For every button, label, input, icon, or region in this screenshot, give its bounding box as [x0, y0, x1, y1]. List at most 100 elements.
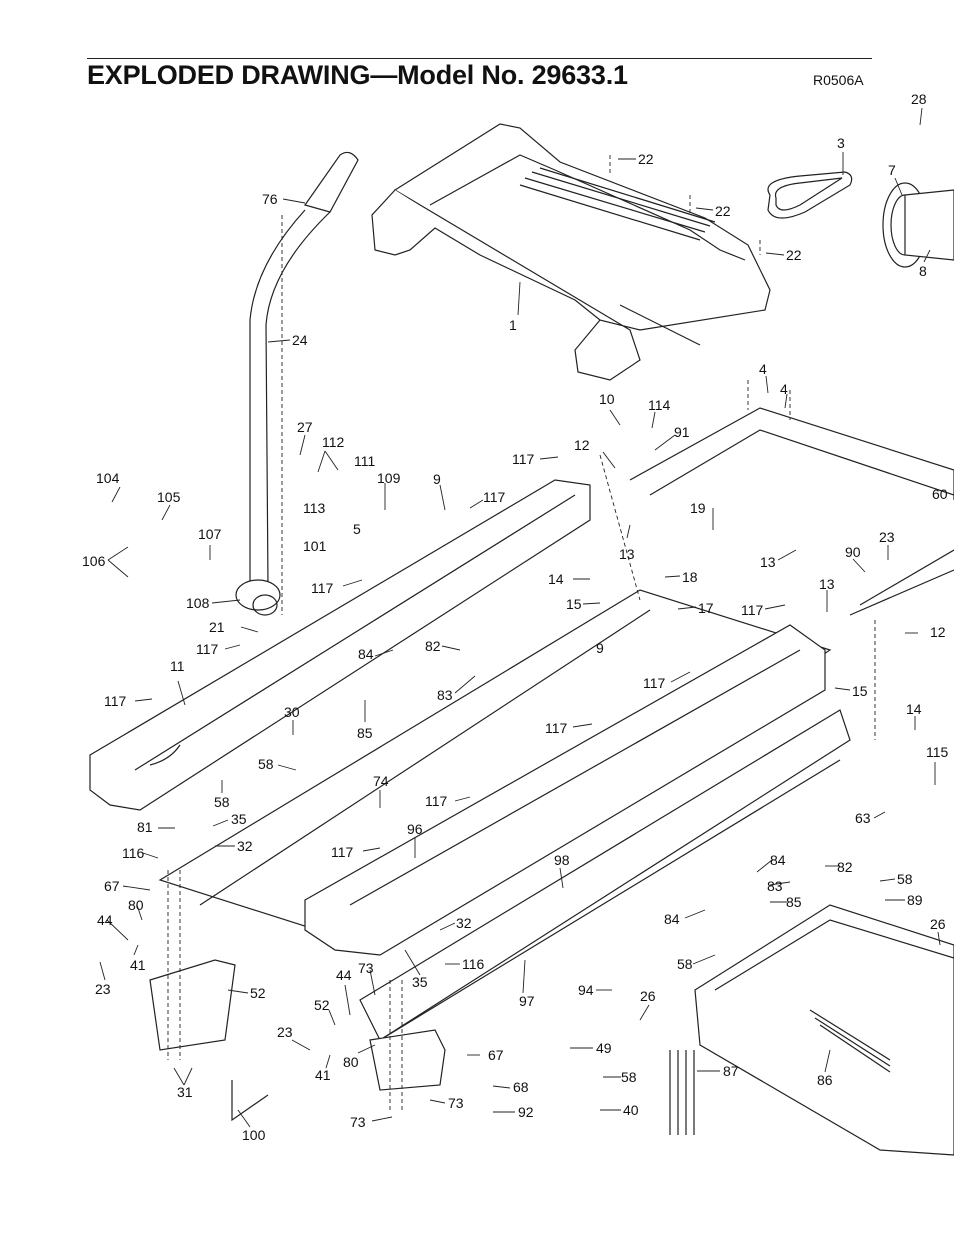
- part-wrench: [231, 1080, 269, 1122]
- header-rule: [87, 58, 872, 59]
- callout: 117: [545, 720, 568, 736]
- callout: 58: [897, 871, 913, 887]
- callout: 83: [437, 687, 453, 703]
- callout: 113: [303, 500, 326, 516]
- callout: 44: [336, 967, 352, 983]
- callout: 49: [596, 1040, 612, 1056]
- callout: 97: [519, 993, 535, 1009]
- callout: 35: [231, 811, 247, 827]
- callout: 41: [130, 957, 146, 973]
- callout: 5: [353, 521, 361, 537]
- callout: 94: [578, 982, 594, 998]
- callout: 15: [566, 596, 582, 612]
- callout: 7: [888, 162, 896, 178]
- callout: 84: [358, 646, 374, 662]
- callout: 30: [284, 704, 300, 720]
- callout: 90: [845, 544, 861, 560]
- callout: 81: [137, 819, 153, 835]
- part-rear-foot: [149, 959, 446, 1091]
- callout: 101: [303, 538, 327, 554]
- callout: 92: [518, 1104, 534, 1120]
- callout: 19: [690, 500, 706, 516]
- callout: 117: [483, 489, 506, 505]
- part-wire-ties: [669, 1050, 695, 1135]
- callout: 86: [817, 1072, 833, 1088]
- callout: 22: [786, 247, 802, 263]
- callout: 84: [770, 852, 786, 868]
- callout-leaders: [99, 107, 941, 1128]
- part-left-rail: [89, 479, 591, 811]
- part-frame-rails: [359, 709, 851, 1041]
- callout: 91: [674, 424, 690, 440]
- callout: 9: [433, 471, 441, 487]
- callout: 67: [104, 878, 120, 894]
- callout: 106: [82, 553, 106, 569]
- callout-labels: 28 3 7 8 22 22 22 76 1 24 27 112 111 109…: [82, 91, 949, 1143]
- callout: 73: [358, 960, 374, 976]
- callout: 13: [819, 576, 835, 592]
- callout: 117: [741, 602, 764, 618]
- callout: 85: [786, 894, 802, 910]
- callout: 117: [331, 844, 354, 860]
- callout: 24: [292, 332, 308, 348]
- callout: 108: [186, 595, 210, 611]
- callout: 112: [322, 434, 345, 450]
- callout: 73: [448, 1095, 464, 1111]
- callout: 40: [623, 1102, 639, 1118]
- callout: 1: [509, 317, 517, 333]
- callout: 89: [907, 892, 923, 908]
- callout: 117: [643, 675, 666, 691]
- callout: 80: [128, 897, 144, 913]
- callout: 18: [682, 569, 698, 585]
- page-title: EXPLODED DRAWING—Model No. 29633.1: [87, 60, 628, 90]
- callout: 96: [407, 821, 423, 837]
- callout: 104: [96, 470, 120, 486]
- drawing-code: R0506A: [813, 72, 864, 88]
- part-upright: [235, 151, 359, 616]
- callout: 35: [412, 974, 428, 990]
- callout: 109: [377, 470, 401, 486]
- callout: 12: [574, 437, 590, 453]
- callout: 85: [357, 725, 373, 741]
- callout: 23: [879, 529, 895, 545]
- callout: 15: [852, 683, 868, 699]
- callout: 74: [373, 773, 389, 789]
- callout: 23: [277, 1024, 293, 1040]
- callout: 115: [926, 744, 949, 760]
- callout: 58: [214, 794, 230, 810]
- callout: 3: [837, 135, 845, 151]
- callout: 117: [196, 641, 219, 657]
- callout: 82: [837, 859, 853, 875]
- callout: 52: [250, 985, 266, 1001]
- callout: 67: [488, 1047, 504, 1063]
- callout: 76: [262, 191, 278, 207]
- callout: 26: [930, 916, 946, 932]
- callout: 32: [456, 915, 472, 931]
- callout: 8: [919, 263, 927, 279]
- callout: 22: [638, 151, 654, 167]
- callout: 60: [932, 486, 948, 502]
- callout: 44: [97, 912, 113, 928]
- callout: 21: [209, 619, 225, 635]
- callout: 41: [315, 1067, 331, 1083]
- callout: 83: [767, 878, 783, 894]
- assembly-lines: [167, 155, 876, 1110]
- callout: 27: [297, 419, 313, 435]
- part-motor-hood: [371, 123, 771, 381]
- callout: 82: [425, 638, 441, 654]
- callout: 84: [664, 911, 680, 927]
- part-base-pan: [694, 904, 954, 1156]
- callout: 17: [698, 600, 714, 616]
- callout: 63: [855, 810, 871, 826]
- callout: 107: [198, 526, 222, 542]
- callout: 13: [619, 546, 635, 562]
- callout: 100: [242, 1127, 266, 1143]
- callout: 10: [599, 391, 615, 407]
- callout: 31: [177, 1084, 193, 1100]
- callout: 73: [350, 1114, 366, 1130]
- part-front-roller: [882, 182, 954, 268]
- callout: 4: [759, 361, 767, 377]
- part-motor-frame: [629, 407, 954, 616]
- callout: 58: [258, 756, 274, 772]
